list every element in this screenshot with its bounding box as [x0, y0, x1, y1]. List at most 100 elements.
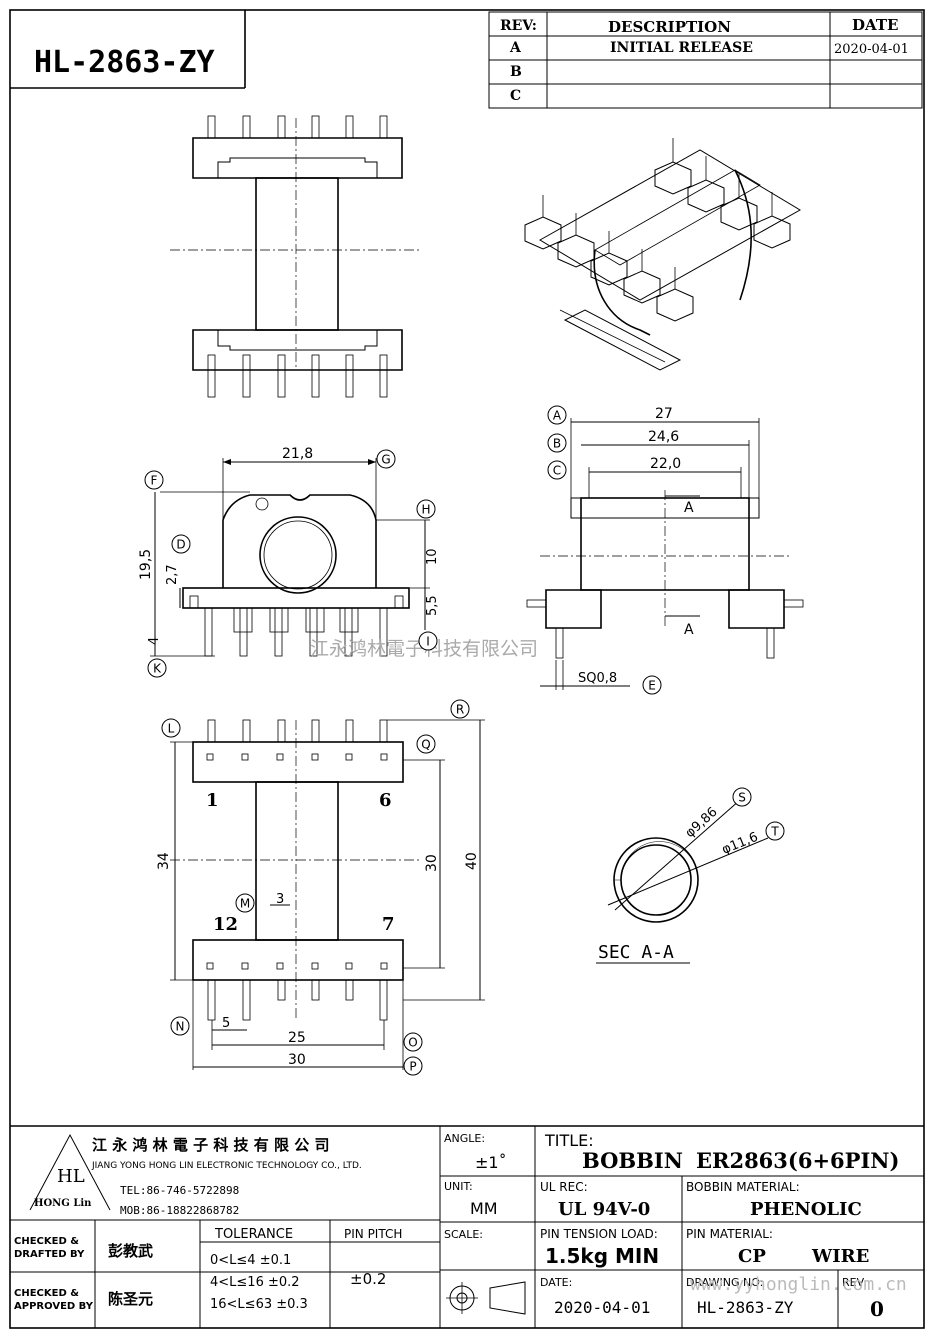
date-value: 2020-04-01 [554, 1298, 650, 1317]
rev-value: 0 [870, 1297, 884, 1321]
company-en: JIANG YONG HONG LIN ELECTRONIC TECHNOLOG… [91, 1161, 362, 1171]
mob: MOB:86-18822868782 [120, 1204, 239, 1217]
callout-c: C [553, 464, 561, 478]
dim-34: 34 [156, 852, 172, 870]
callout-circle-m [235, 893, 255, 913]
pin-pitch-label: PIN PITCH [344, 1227, 402, 1241]
callout-i: I [426, 635, 430, 649]
callout-t: T [770, 825, 779, 839]
dim-30-horizontal: 30 [288, 1052, 306, 1068]
callout-circle-f [144, 470, 164, 490]
callout-f: F [151, 474, 158, 488]
logo-triangle [29, 1133, 111, 1211]
callout-n: N [176, 1020, 185, 1034]
website-watermark: www.yyhonglin.com.cn [690, 1274, 907, 1295]
pin-12: 12 [213, 914, 238, 935]
callout-circle-b [547, 433, 567, 453]
callout-e: E [648, 679, 656, 693]
dim-5: 5 [222, 1016, 230, 1031]
company-cn: 江 永 鸿 林 電 子 科 技 有 限 公 司 [92, 1136, 329, 1154]
dim-24-6: 24,6 [648, 429, 679, 445]
bottom-view: 1 6 12 7 34 30 40 3 5 25 30 [156, 719, 485, 1070]
dim-4: 4 [147, 637, 162, 645]
description-header: DESCRIPTION [608, 18, 731, 36]
tolerance-3: 16<L≤63 ±0.3 [210, 1297, 308, 1312]
callout-s: S [738, 791, 746, 805]
pin-tension-label: PIN TENSION LOAD: [540, 1227, 658, 1241]
pin-tension-value: 1.5kg MIN [545, 1244, 659, 1268]
checked-drafted-line2: DRAFTED BY [14, 1249, 85, 1260]
dim-phi-inner: φ9,86 [683, 805, 721, 841]
callout-circle-l [161, 718, 181, 738]
pin-6: 6 [379, 790, 392, 811]
drawing-no-value: HL-2863-ZY [697, 1298, 794, 1317]
callout-circle-q [416, 734, 436, 754]
title-block: HL HONG Lin 江 永 鸿 林 電 子 科 技 有 限 公 司 JIAN… [10, 1125, 924, 1328]
pin-material-value-1: CP [738, 1246, 766, 1267]
dim-2-7: 2,7 [165, 564, 180, 585]
dim-sq: SQ0,8 [578, 671, 617, 686]
title-label: TITLE: [544, 1131, 594, 1150]
projection-symbol [446, 1281, 526, 1315]
tolerance-label: TOLERANCE [214, 1227, 293, 1242]
section-label: SEC A-A [598, 942, 674, 963]
rev-a-date: 2020-04-01 [834, 42, 909, 57]
callout-o: O [408, 1036, 417, 1050]
angle-label: ANGLE: [444, 1132, 485, 1145]
scale-label: SCALE: [444, 1228, 483, 1241]
drawing-title: HL-2863-ZY [34, 45, 215, 80]
angle-value: ±1˚ [475, 1153, 507, 1172]
pin-material-label: PIN MATERIAL: [686, 1227, 773, 1241]
ul-label: UL REC: [540, 1180, 588, 1194]
callout-m: M [240, 897, 250, 911]
tel: TEL:86-746-5722898 [120, 1184, 239, 1197]
dim-19-5: 19,5 [138, 549, 154, 580]
top-view [170, 115, 420, 398]
rev-a: A [509, 40, 522, 56]
revision-table: REV: DESCRIPTION DATE A INITIAL RELEASE … [488, 11, 923, 109]
title-value-2: ER2863(6+6PIN) [696, 1148, 899, 1173]
callout-circle-d [171, 534, 191, 554]
dim-27: 27 [655, 406, 673, 422]
logo-sub: HONG Lin [34, 1198, 92, 1209]
sheet-border [9, 9, 925, 1329]
section-mark-a-top: A [684, 500, 694, 516]
callout-circle-t [765, 821, 785, 841]
callout-d: D [176, 538, 185, 552]
ul-value: UL 94V-0 [558, 1199, 650, 1220]
callout-circle-s [732, 787, 752, 807]
callout-circle-h [416, 499, 436, 519]
date-label: DATE: [540, 1276, 572, 1289]
callout-q: Q [421, 738, 430, 752]
title-value-1: BOBBIN [582, 1148, 683, 1173]
isometric-view [524, 138, 801, 371]
pin-1: 1 [206, 790, 219, 811]
callout-b: B [553, 437, 561, 451]
callout-circle-a [547, 405, 567, 425]
rev-a-description: INITIAL RELEASE [610, 40, 753, 56]
dim-phi-outer: φ11,6 [720, 830, 760, 858]
rev-header: REV: [500, 18, 537, 34]
bobbin-material-value: PHENOLIC [750, 1199, 862, 1220]
section-mark-a-bottom: A [684, 622, 694, 638]
checked-drafted-line1: CHECKED & [14, 1236, 79, 1247]
checked-approved-line2: APPROVED BY [14, 1301, 94, 1312]
callout-h: H [421, 503, 430, 517]
dim-3: 3 [276, 892, 284, 907]
dim-10: 10 [425, 548, 440, 565]
callout-circle-n [170, 1016, 190, 1036]
rev-b: B [510, 64, 522, 80]
callout-circle-i [418, 631, 438, 651]
dim-22-0: 22,0 [650, 456, 681, 472]
callout-g: G [381, 453, 390, 467]
callout-r: R [456, 703, 464, 717]
date-header: DATE [852, 16, 898, 34]
logo-text: HL [57, 1166, 85, 1187]
side-view: A A 27 24,6 22,0 SQ0,8 [526, 406, 804, 690]
pin-material-value-2: WIRE [811, 1246, 869, 1267]
dim-40: 40 [464, 852, 480, 870]
checked-approved-line1: CHECKED & [14, 1288, 79, 1299]
